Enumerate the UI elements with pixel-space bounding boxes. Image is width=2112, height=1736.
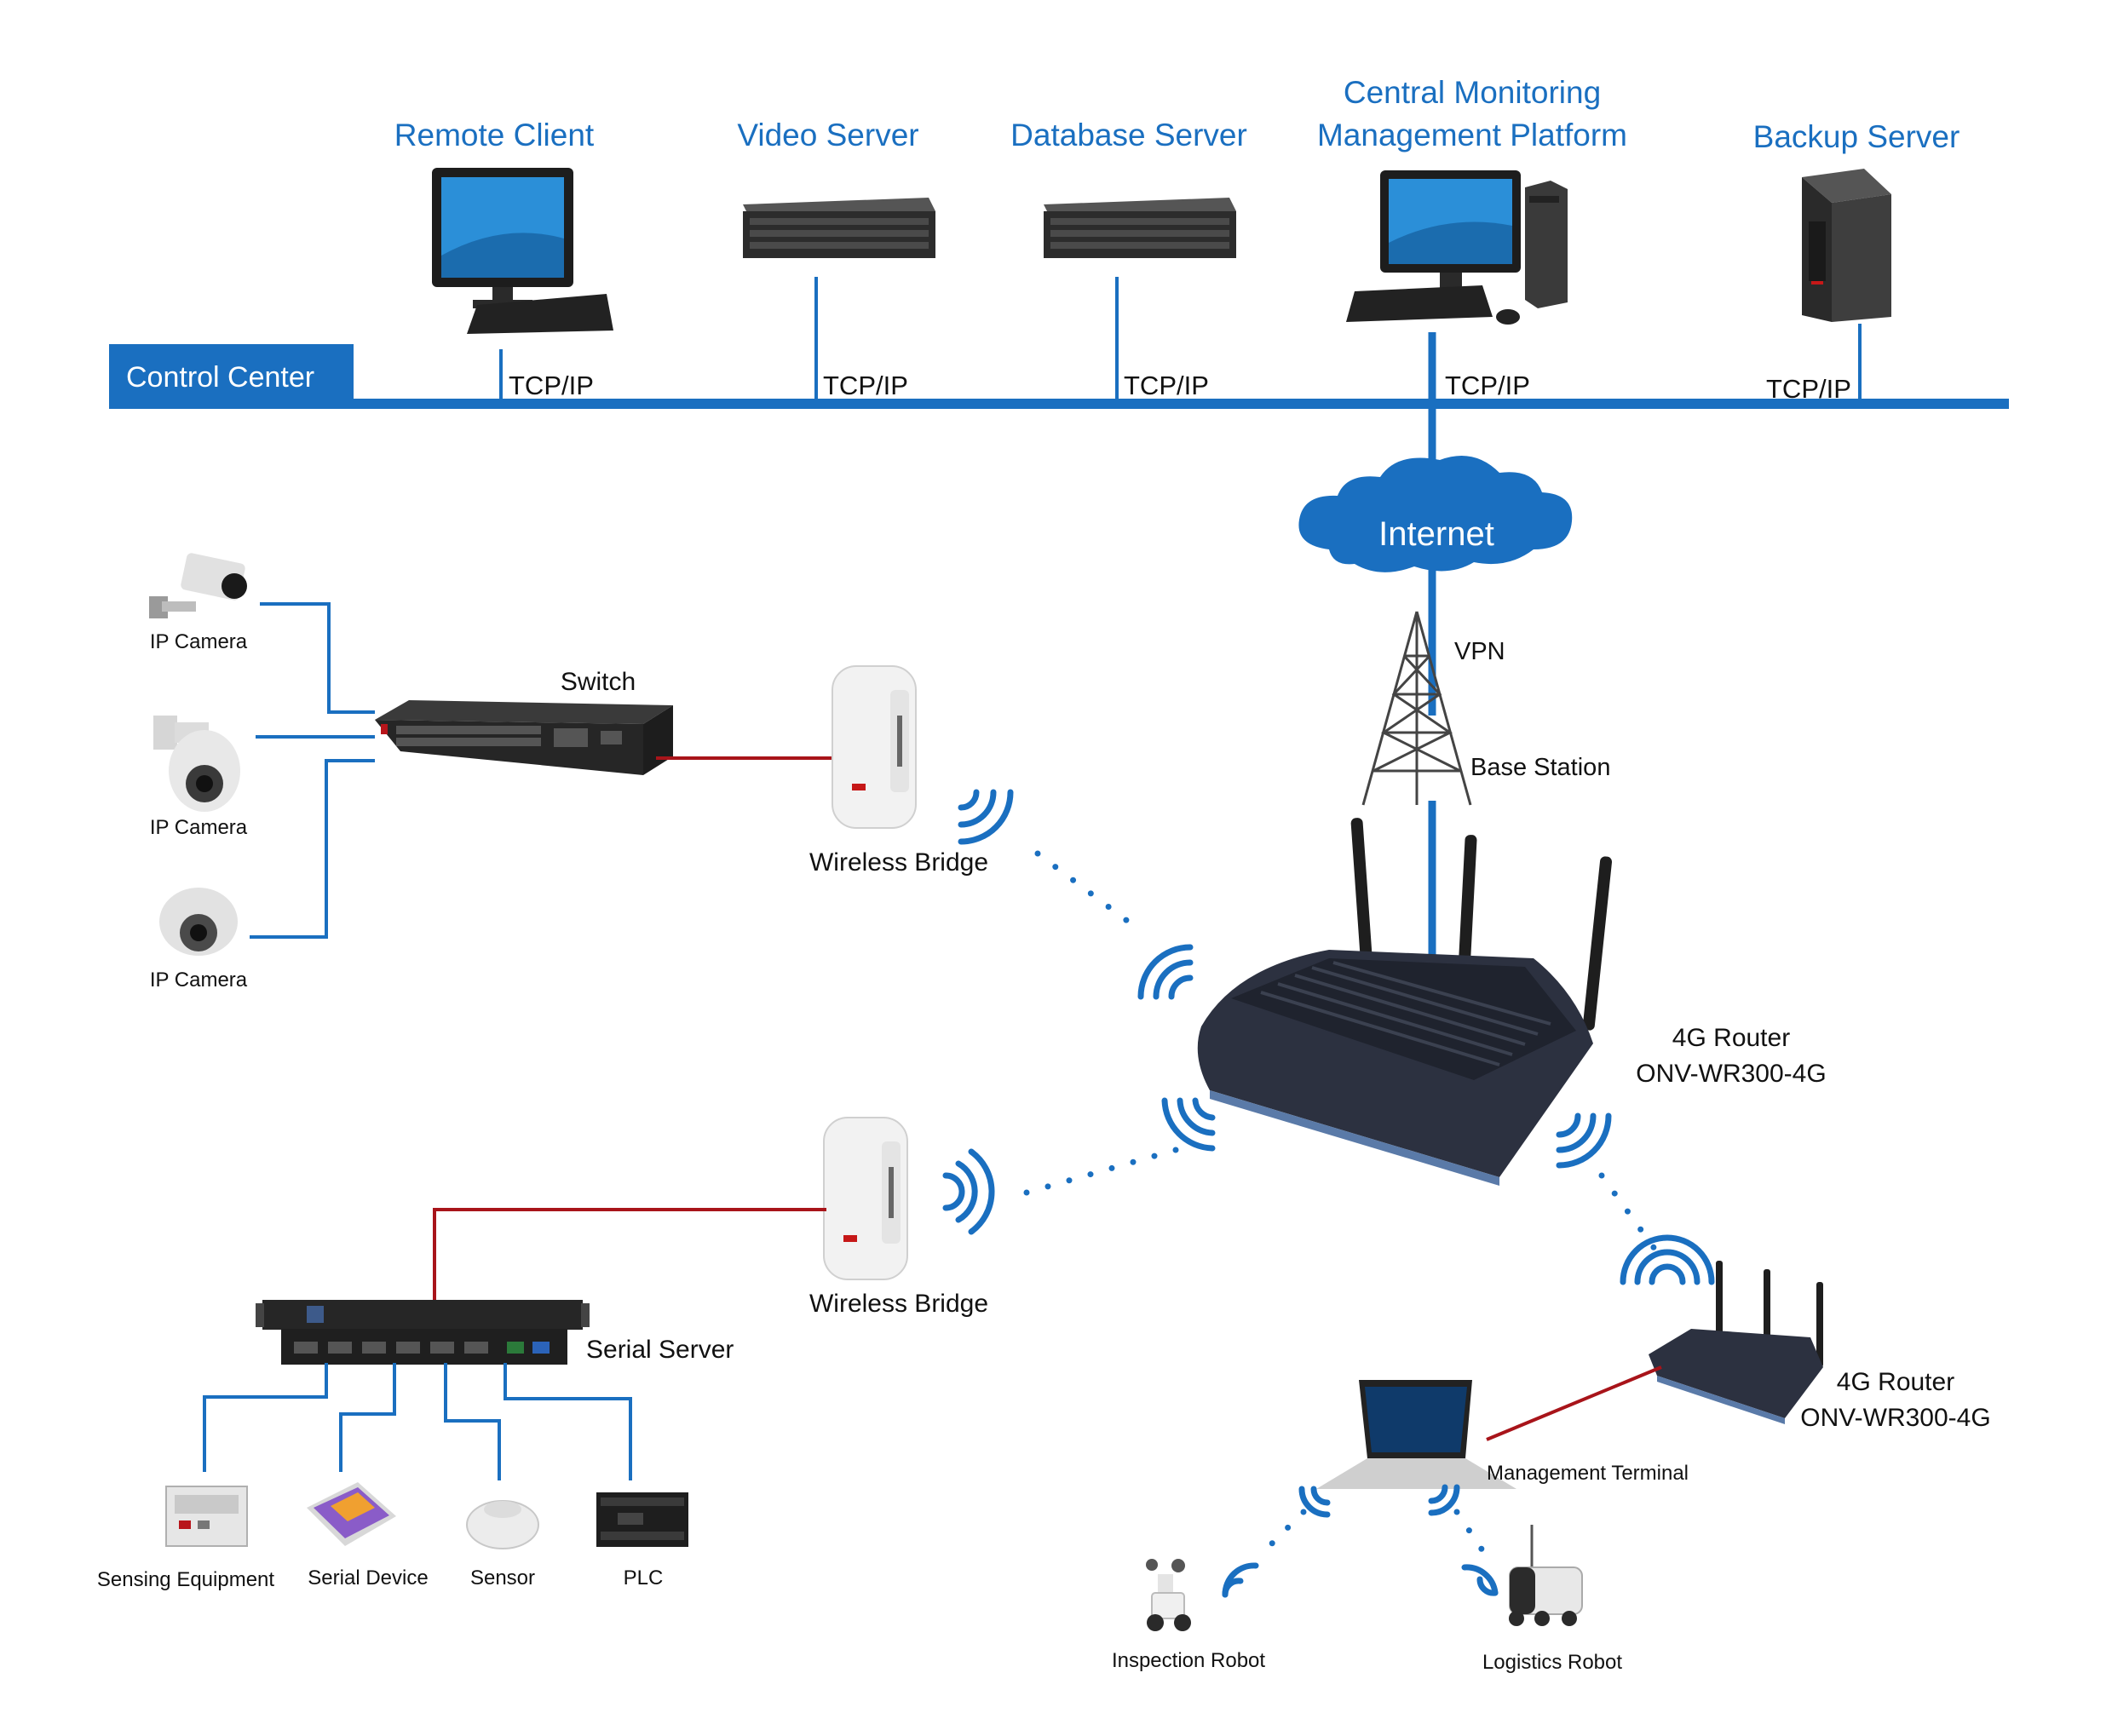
main-4g-router-icon (1197, 818, 1613, 1186)
inspection-robot-node: Inspection Robot (1112, 1559, 1265, 1672)
inspection-robot-label: Inspection Robot (1112, 1649, 1265, 1672)
bullet-camera-icon (149, 553, 247, 618)
ip-camera-3-node: IP Camera (150, 888, 248, 992)
serial-server-node: Serial Server (256, 1208, 826, 1365)
sensing-equipment-label: Sensing Equipment (97, 1568, 274, 1591)
ip-camera-2-node: IP Camera (150, 716, 248, 839)
remote-router-label-line2: ONV-WR300-4G (1800, 1404, 1990, 1432)
remote-client-node: Remote Client TCP/IP (394, 118, 613, 400)
switch-node: Switch (375, 668, 673, 775)
logistics-robot-label: Logistics Robot (1482, 1651, 1622, 1674)
switch-icon (375, 700, 673, 775)
backup-server-node: Backup Server TCP/IP (1753, 119, 1960, 404)
remote-router-wave (1620, 1234, 1715, 1285)
serial-device-links (203, 1363, 632, 1480)
base-station-tower-icon (1361, 611, 1472, 806)
ip-camera-2-label: IP Camera (150, 816, 248, 839)
main-router-label-line2: ONV-WR300-4G (1636, 1060, 1826, 1088)
main-router-wave-right (1556, 1112, 1612, 1169)
video-server-link-label: TCP/IP (823, 371, 908, 400)
tower-server-icon (1802, 169, 1891, 322)
central-monitoring-label-line2: Management Platform (1317, 118, 1627, 152)
plc-label: PLC (624, 1566, 664, 1589)
backup-server-label: Backup Server (1753, 119, 1960, 154)
central-monitoring-label-line1: Central Monitoring (1344, 75, 1601, 110)
ip-camera-3-label: IP Camera (150, 969, 248, 992)
smoke-sensor-icon (466, 1500, 539, 1549)
camera-links (250, 602, 375, 939)
ip-camera-1-node: IP Camera (149, 553, 248, 653)
serial-device-label: Serial Device (308, 1566, 428, 1589)
remote-4g-router-icon (1649, 1261, 1823, 1424)
workstation-icon (1346, 170, 1568, 325)
serial-server-icon (256, 1300, 590, 1365)
database-server-node: Database Server TCP/IP (1010, 118, 1247, 400)
server-drop-lines (499, 277, 1862, 716)
internet-label: Internet (1378, 515, 1494, 553)
wireless-bridge-2-label: Wireless Bridge (809, 1290, 988, 1318)
remote-client-label: Remote Client (394, 118, 595, 152)
main-router-wave-lower (1161, 1097, 1216, 1152)
sensor-node: Sensor (466, 1500, 539, 1589)
main-router-label-line1: 4G Router (1672, 1024, 1790, 1052)
central-monitoring-node: Central Monitoring Management Platform T… (1317, 75, 1627, 400)
tablet-icon (307, 1482, 396, 1546)
switch-label: Switch (561, 668, 636, 696)
base-station-label: Base Station (1470, 754, 1610, 781)
monitor-icon (432, 168, 613, 334)
rack-server-icon (1044, 198, 1236, 258)
sensing-equipment-node: Sensing Equipment (97, 1486, 274, 1591)
wireless-bridge-icon (823, 1117, 908, 1280)
management-terminal-wave-left (1298, 1486, 1331, 1518)
main-router-wave-upper (1137, 944, 1194, 1000)
internet-cloud: Internet (1298, 456, 1573, 572)
management-terminal-label: Management Terminal (1487, 1462, 1689, 1485)
plc-node: PLC (596, 1492, 688, 1589)
serial-device-node: Serial Device (307, 1482, 429, 1589)
remote-client-link-label: TCP/IP (509, 371, 594, 400)
remote-router-label-line1: 4G Router (1837, 1368, 1954, 1396)
inspection-robot-wave (1222, 1562, 1259, 1598)
control-center-label: Control Center (126, 361, 314, 394)
logistics-robot-node: Logistics Robot (1461, 1525, 1622, 1674)
rack-server-icon (743, 198, 935, 258)
database-server-link-label: TCP/IP (1124, 371, 1209, 400)
laptop-icon (1316, 1380, 1516, 1489)
wireless-bridge-icon (832, 665, 917, 829)
video-server-node: Video Server TCP/IP (737, 118, 935, 400)
wireless-dotted-links (1023, 850, 1660, 1562)
wireless-bridge-1-wave (958, 789, 1014, 845)
wireless-bridge-2-node: Wireless Bridge (809, 1117, 995, 1318)
wireless-bridge-2-wave (942, 1148, 995, 1235)
management-terminal-wave-right (1428, 1484, 1460, 1516)
ptz-dome-camera-icon (153, 716, 240, 812)
video-server-label: Video Server (737, 118, 918, 152)
serial-server-to-bridge-link (433, 1208, 826, 1300)
database-server-label: Database Server (1010, 118, 1247, 152)
control-center-backbone: Control Center (109, 344, 2009, 409)
serial-server-label: Serial Server (586, 1336, 734, 1364)
dome-camera-icon (159, 888, 238, 956)
meter-device-icon (165, 1486, 248, 1547)
plc-icon (596, 1492, 688, 1547)
logistics-robot-icon (1509, 1525, 1583, 1626)
control-center-tab (109, 344, 354, 409)
backup-server-link-label: TCP/IP (1766, 374, 1851, 404)
remote-router-to-terminal-link (1486, 1365, 1662, 1441)
inspection-robot-icon (1146, 1559, 1191, 1631)
wireless-bridge-1-label: Wireless Bridge (809, 848, 988, 877)
vpn-label: VPN (1454, 638, 1505, 665)
logistics-robot-wave (1461, 1564, 1499, 1596)
central-monitoring-link-label: TCP/IP (1445, 371, 1530, 400)
sensor-label: Sensor (470, 1566, 535, 1589)
wireless-bridge-1-node: Wireless Bridge (809, 665, 1014, 877)
management-terminal-node: Management Terminal (1298, 1380, 1689, 1518)
ip-camera-1-label: IP Camera (150, 630, 248, 653)
